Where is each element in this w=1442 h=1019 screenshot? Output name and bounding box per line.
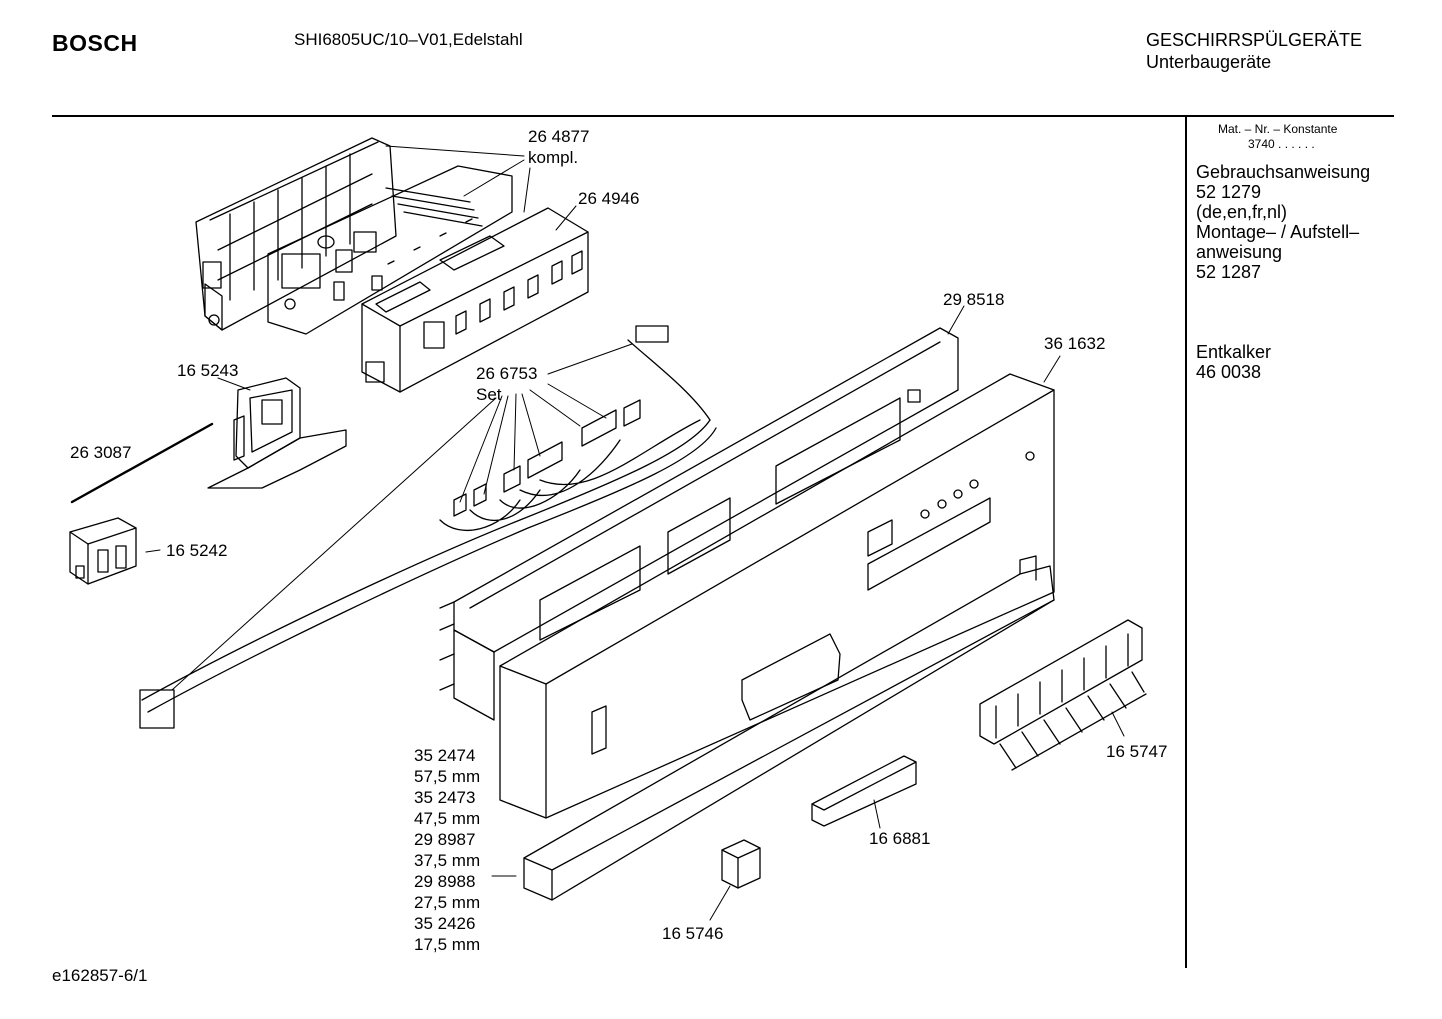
variant-part-number: 35 2474 (414, 746, 476, 765)
brand-logo: BOSCH (52, 30, 138, 56)
part-note-set: Set (476, 385, 502, 404)
part-label-165746: 16 5746 (662, 924, 724, 943)
front-panel (499, 373, 1055, 819)
sidebar-item-manual-number: 52 1279 (1196, 182, 1262, 202)
variant-part-number: 35 2473 (414, 788, 476, 807)
variant-part-number: 29 8987 (414, 830, 476, 849)
control-module-frame (195, 137, 397, 331)
cable-set (139, 325, 717, 729)
product-subcategory: Unterbaugeräte (1146, 52, 1272, 72)
part-label-165243: 16 5243 (177, 361, 239, 380)
sidebar-item-manual: Gebrauchsanweisung (1196, 162, 1371, 182)
sidebar-item-descaler: Entkalker (1196, 342, 1272, 362)
sidebar-item-descaler-number: 46 0038 (1196, 362, 1262, 382)
material-number-constant: 3740 . . . . . . (1248, 137, 1315, 151)
drawing-id: e162857-6/1 (52, 966, 148, 985)
part-label-361632: 36 1632 (1044, 334, 1106, 353)
variant-part-number: 29 8988 (414, 872, 476, 891)
push-button (721, 839, 761, 889)
part-note-complete: kompl. (528, 148, 579, 167)
sidebar-item-installation-cont: anweisung (1196, 242, 1283, 262)
sidebar-divider (1185, 116, 1187, 968)
part-label-165747: 16 5747 (1106, 742, 1168, 761)
part-label-264946: 26 4946 (578, 189, 640, 208)
variant-size: 57,5 mm (414, 767, 481, 786)
part-label-165242: 16 5242 (166, 541, 228, 560)
sidebar-item-manual-languages: (de,en,fr,nl) (1196, 202, 1288, 222)
part-label-264877: 26 4877 (528, 127, 590, 146)
material-number-header: Mat. – Nr. – Konstante (1218, 122, 1338, 136)
inner-panel (439, 327, 959, 721)
product-category: GESCHIRRSPÜLGERÄTE (1146, 30, 1363, 50)
sidebar-item-installation-number: 52 1287 (1196, 262, 1262, 282)
header-divider (52, 115, 1394, 117)
variant-part-number: 35 2426 (414, 914, 476, 933)
leader-lines (145, 145, 1125, 921)
sidebar-item-installation: Montage– / Aufstell– (1196, 222, 1360, 242)
variant-size: 37,5 mm (414, 851, 481, 870)
holder-bracket (207, 377, 347, 489)
rod (70, 422, 214, 504)
part-label-298518: 29 8518 (943, 290, 1005, 309)
variant-size: 27,5 mm (414, 893, 481, 912)
part-label-266753: 26 6753 (476, 364, 538, 383)
key-cover (811, 755, 917, 827)
part-label-263087: 26 3087 (70, 443, 132, 462)
circuit-board (267, 165, 513, 335)
switch (69, 517, 137, 585)
plinth-strip (523, 555, 1055, 901)
key-set (979, 619, 1147, 771)
key-module (361, 207, 589, 393)
part-label-166881: 16 6881 (869, 829, 931, 848)
model-designation: SHI6805UC/10–V01,Edelstahl (294, 30, 523, 49)
variant-size: 17,5 mm (414, 935, 481, 954)
variant-size: 47,5 mm (414, 809, 481, 828)
